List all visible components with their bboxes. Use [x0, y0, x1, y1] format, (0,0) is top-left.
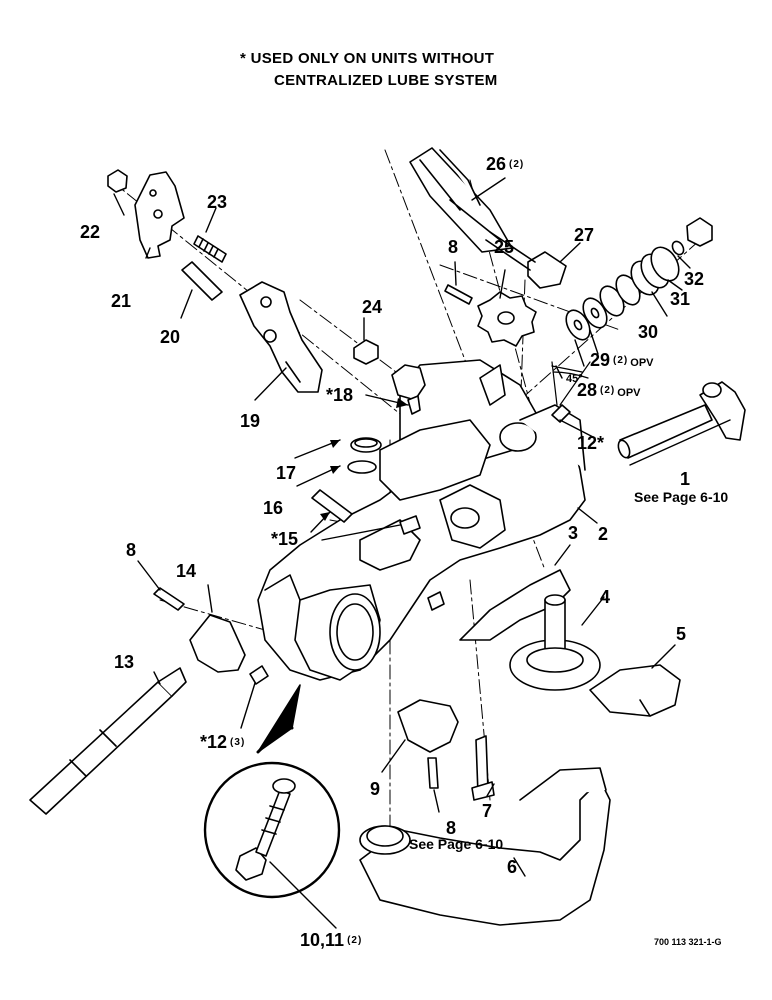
callout-28-qty: (2) [600, 385, 616, 397]
callout-15-number: 15 [278, 529, 299, 549]
callout-16: 16 [263, 498, 284, 518]
callout-5: 5 [676, 624, 687, 644]
callout-15: *15 [271, 530, 298, 548]
part-1-shaft [617, 381, 746, 459]
part-23-threaded-stud [193, 235, 227, 263]
callout-4: 4 [600, 587, 611, 607]
callout-22: 22 [80, 222, 101, 242]
grease-fittings [249, 395, 571, 685]
callout-28-opv: OPV [617, 387, 641, 399]
callout-27: 27 [574, 225, 595, 245]
callout-25: 25 [494, 237, 515, 257]
part-6-yoke [359, 767, 611, 926]
part-17-o-ring [347, 437, 382, 474]
callout-13: 13 [114, 652, 135, 672]
note-line-1: * USED ONLY ON UNITS WITHOUT [240, 50, 495, 67]
callout-14: 14 [176, 561, 197, 581]
callout-20: 20 [160, 327, 181, 347]
drawing-number: 700 113 321-1-G [654, 937, 722, 947]
callout-28: 28(2)OPV [577, 381, 641, 402]
callout-29-qty: (2) [613, 355, 629, 367]
callout-10-11-qty: (2) [347, 935, 363, 947]
callout-23: 23 [207, 192, 228, 212]
callout-12-right: 12* [577, 434, 604, 452]
callout-21: 21 [111, 291, 132, 311]
part-3-plate [459, 569, 571, 641]
callout-29-number: 29 [590, 350, 611, 370]
part-19-arm [239, 281, 323, 393]
part-4-hub [509, 594, 601, 691]
part-2-main-housing [257, 359, 586, 681]
callout-29-opv: OPV [630, 357, 654, 369]
callout-8-top: 8 [448, 237, 459, 257]
parts-28-32-washer-stack [565, 217, 713, 341]
part-22-nut [107, 169, 128, 193]
detail-inset [203, 684, 341, 899]
callout-29: 29(2)OPV [590, 351, 654, 372]
part-16-pin [311, 489, 353, 523]
leader-arrowheads [320, 398, 408, 521]
note-text: * USED ONLY ON UNITS WITHOUT CENTRALIZED… [240, 48, 498, 92]
callout-26-number: 26 [486, 154, 507, 174]
part-13-splined-shaft [29, 667, 187, 815]
part-8-roll-pin-top [444, 284, 473, 305]
angle-indicator [551, 361, 591, 406]
part-14-block [189, 614, 246, 673]
callout-1-reference: See Page 6-10 [634, 489, 729, 505]
part-8-roll-pin-lower [427, 757, 439, 789]
callout-31: 31 [670, 289, 691, 309]
callout-12-left-number: 12 [207, 732, 228, 752]
callout-1: 1 [680, 469, 691, 489]
part-24-nut [353, 339, 379, 365]
callout-18: *18 [326, 386, 353, 404]
part-8-roll-pin-left [153, 587, 185, 611]
callout-12-right-star: * [597, 433, 605, 453]
callout-32: 32 [684, 269, 705, 289]
callout-3: 3 [568, 523, 579, 543]
callout-2: 2 [598, 524, 609, 544]
callout-24: 24 [362, 297, 383, 317]
part-25-star-wheel [477, 291, 537, 347]
callout-18-number: 18 [333, 385, 354, 405]
callout-10-11-number: 10,11 [300, 930, 345, 950]
part-9-clip [397, 699, 459, 753]
callout-12-left-star: * [200, 732, 208, 752]
callout-12-left: *12(3) [200, 733, 245, 752]
callout-9: 9 [370, 779, 381, 799]
callout-30: 30 [638, 322, 659, 342]
callout-26-qty: (2) [509, 159, 525, 171]
part-5-cover [589, 664, 681, 717]
callout-6: 6 [507, 857, 518, 877]
callout-7: 7 [482, 801, 493, 821]
part-21-bracket [134, 171, 185, 259]
callout-28-number: 28 [577, 380, 598, 400]
part-27-bolt [485, 231, 567, 289]
angle-label: 45° [566, 373, 583, 385]
part-20-pin [181, 261, 223, 301]
callout-17: 17 [276, 463, 297, 483]
callout-12-right-number: 12 [577, 433, 598, 453]
callout-8-left: 8 [126, 540, 137, 560]
note-line-2: CENTRALIZED LUBE SYSTEM [274, 72, 498, 89]
callout-19: 19 [240, 411, 261, 431]
leader-lines [113, 177, 731, 929]
part-7-bolt [471, 735, 495, 801]
callout-8-lower: 8 [446, 818, 457, 838]
callout-10-11: 10,11(2) [300, 931, 362, 950]
callout-8-lower-reference: See Page 6-10 [409, 836, 504, 852]
callout-12-left-qty: (3) [230, 737, 246, 749]
callout-15-star: * [271, 529, 279, 549]
callout-26: 26(2) [486, 155, 524, 174]
callout-18-star: * [326, 385, 334, 405]
